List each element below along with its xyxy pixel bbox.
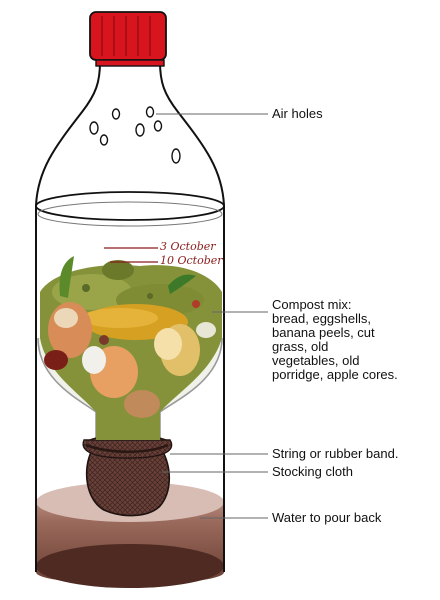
compost-line: grass, old xyxy=(272,339,329,354)
label-stocking: Stocking cloth xyxy=(272,464,353,479)
date-markings: 3 October 10 October xyxy=(104,240,223,267)
compost-mix xyxy=(40,256,222,440)
water-reservoir xyxy=(36,482,224,588)
label-compost-mix: Compost mix: bread, eggshells, banana pe… xyxy=(272,298,398,382)
air-holes xyxy=(89,106,181,164)
label-string: String or rubber band. xyxy=(272,446,399,461)
stocking-cloth xyxy=(82,439,173,517)
compost-line: porridge, apple cores. xyxy=(272,367,398,382)
leader-lines xyxy=(156,113,268,519)
bottle-cap xyxy=(89,11,167,67)
compost-line: vegetables, old xyxy=(272,353,360,368)
bottle-body xyxy=(35,338,225,572)
compost-line: banana peels, cut xyxy=(272,325,375,340)
marking-10-october: 10 October xyxy=(160,254,223,267)
compost-line: Compost mix: xyxy=(272,297,352,312)
label-water: Water to pour back xyxy=(272,510,382,525)
compost-line: bread, eggshells, xyxy=(272,311,372,326)
label-air-holes: Air holes xyxy=(272,106,323,121)
bottle-top xyxy=(35,61,225,338)
marking-3-october: 3 October xyxy=(160,240,216,253)
